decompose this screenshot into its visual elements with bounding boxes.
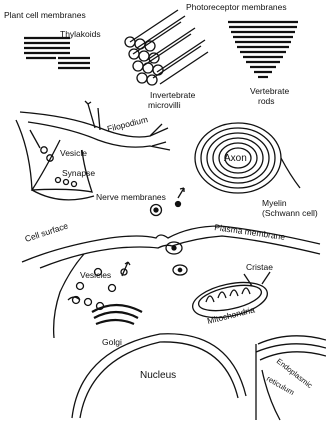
vertebrate-label: Vertebrate [250,86,289,96]
myelin-spiral [195,123,300,193]
golgi-apparatus [92,305,142,324]
synapse-label: Synapse [62,168,95,178]
plasma-membrane-label: Plasma membrane [214,222,286,242]
myelin-label: Myelin [262,198,287,208]
golgi-label: Golgi [102,337,122,347]
vesicles-label: Vesicles [80,270,111,280]
mitochondria-label: Mitochondria [206,304,256,326]
nerve-membranes-label: Nerve membranes [96,192,166,202]
cell-surface-label: Cell surface [24,220,70,243]
thylakoids-label: Thylakoids [60,29,101,39]
nucleus-label: Nucleus [140,370,176,381]
invertebrate-label: Invertebrate [150,90,196,100]
microvilli-label: microvilli [148,100,181,110]
cristae-label: Cristae [246,262,273,272]
filopodium-label: Filopodium [106,114,149,134]
rod-disc-stack [228,22,298,77]
vesicle-label: Vesicle [60,148,87,158]
photoreceptor-membranes-label: Photoreceptor membranes [186,2,287,12]
schwann-cell-label: (Schwann cell) [262,208,318,218]
microvilli-bundle [125,10,208,85]
thylakoid-stacks [24,38,90,68]
axon-label: Axon [224,153,247,164]
reticulum-label: reticulum [265,374,296,397]
rods-label: rods [258,96,275,106]
nerve-cell-drawing [16,101,170,200]
plant-cell-membranes-label: Plant cell membranes [4,10,86,20]
